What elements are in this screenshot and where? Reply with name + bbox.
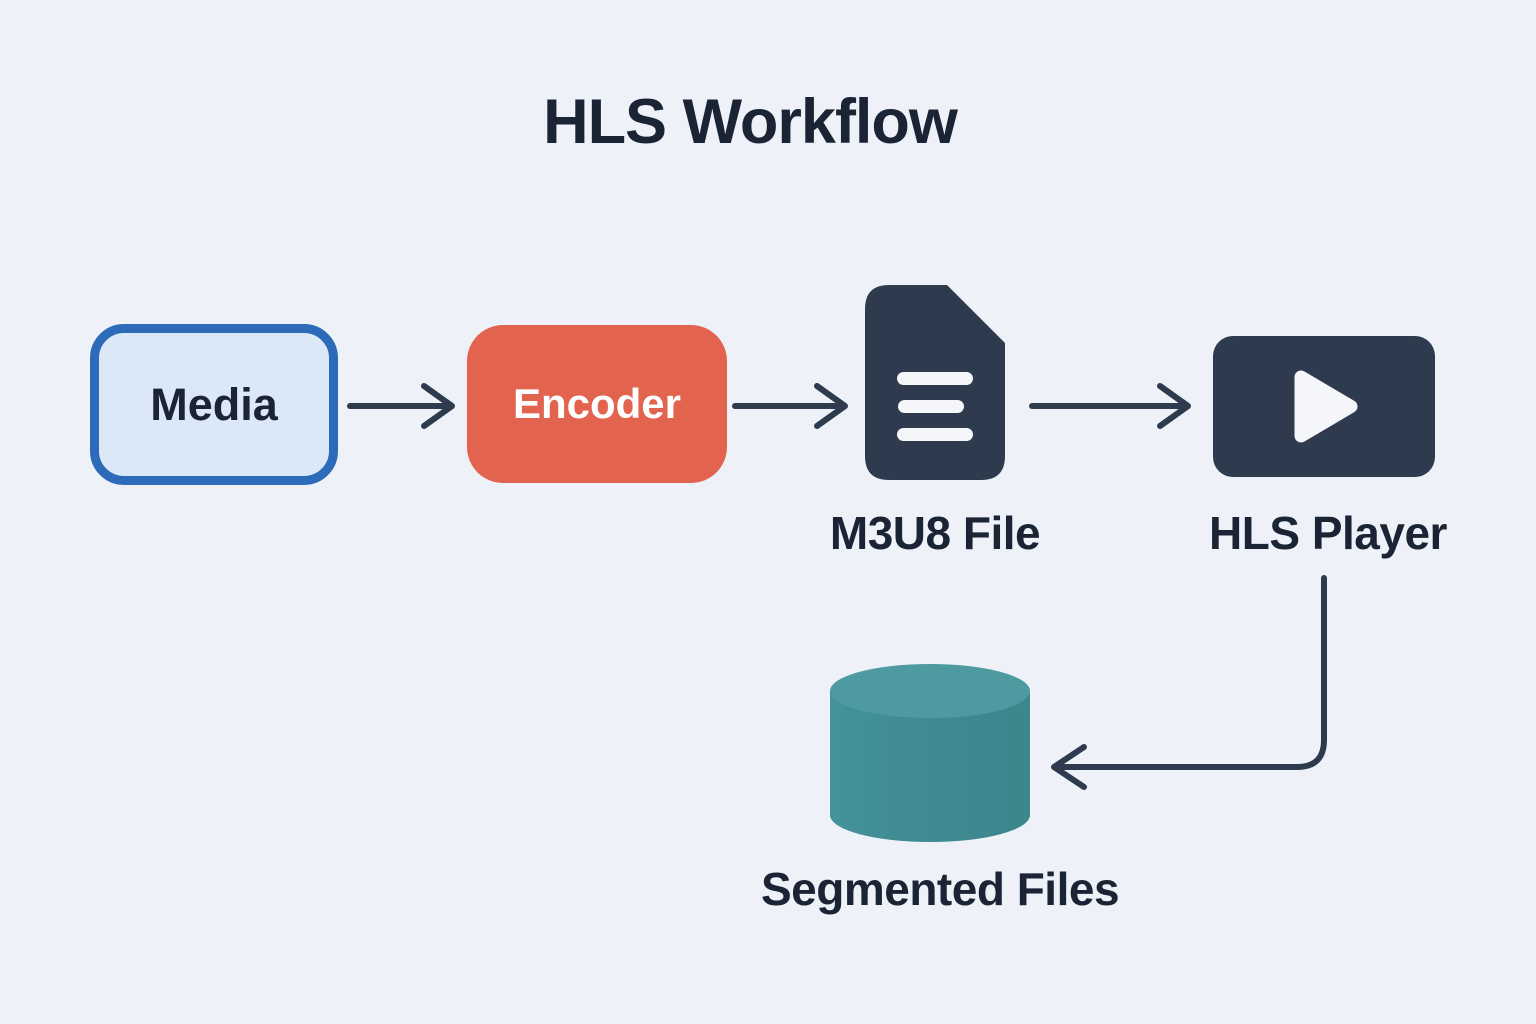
arrow-encoder-to-m3u8	[732, 383, 848, 429]
arrow-player-to-segments	[1051, 575, 1327, 790]
document-line-3	[897, 428, 973, 441]
video-player-icon	[1213, 336, 1435, 477]
document-line-2	[898, 400, 964, 413]
node-encoder-label: Encoder	[512, 380, 682, 427]
database-cylinder-icon	[830, 663, 1030, 843]
document-line-1	[897, 372, 973, 385]
play-icon	[1294, 370, 1358, 443]
node-player-label: HLS Player	[1209, 507, 1447, 559]
diagram-title: HLS Workflow	[543, 87, 958, 157]
document-icon	[865, 285, 1005, 480]
node-media: Media	[90, 324, 338, 485]
arrowhead-left-icon	[1051, 744, 1087, 790]
arrow-m3u8-to-player	[1029, 383, 1191, 429]
arrow-media-to-encoder	[347, 383, 455, 429]
node-segments-label: Segmented Files	[760, 863, 1120, 915]
arrowhead-right-icon	[1157, 383, 1191, 429]
node-media-label: Media	[150, 378, 278, 430]
arrowhead-right-icon	[814, 383, 848, 429]
node-m3u8-label: M3U8 File	[829, 507, 1041, 559]
arrowhead-right-icon	[421, 383, 455, 429]
node-encoder: Encoder	[467, 325, 727, 483]
